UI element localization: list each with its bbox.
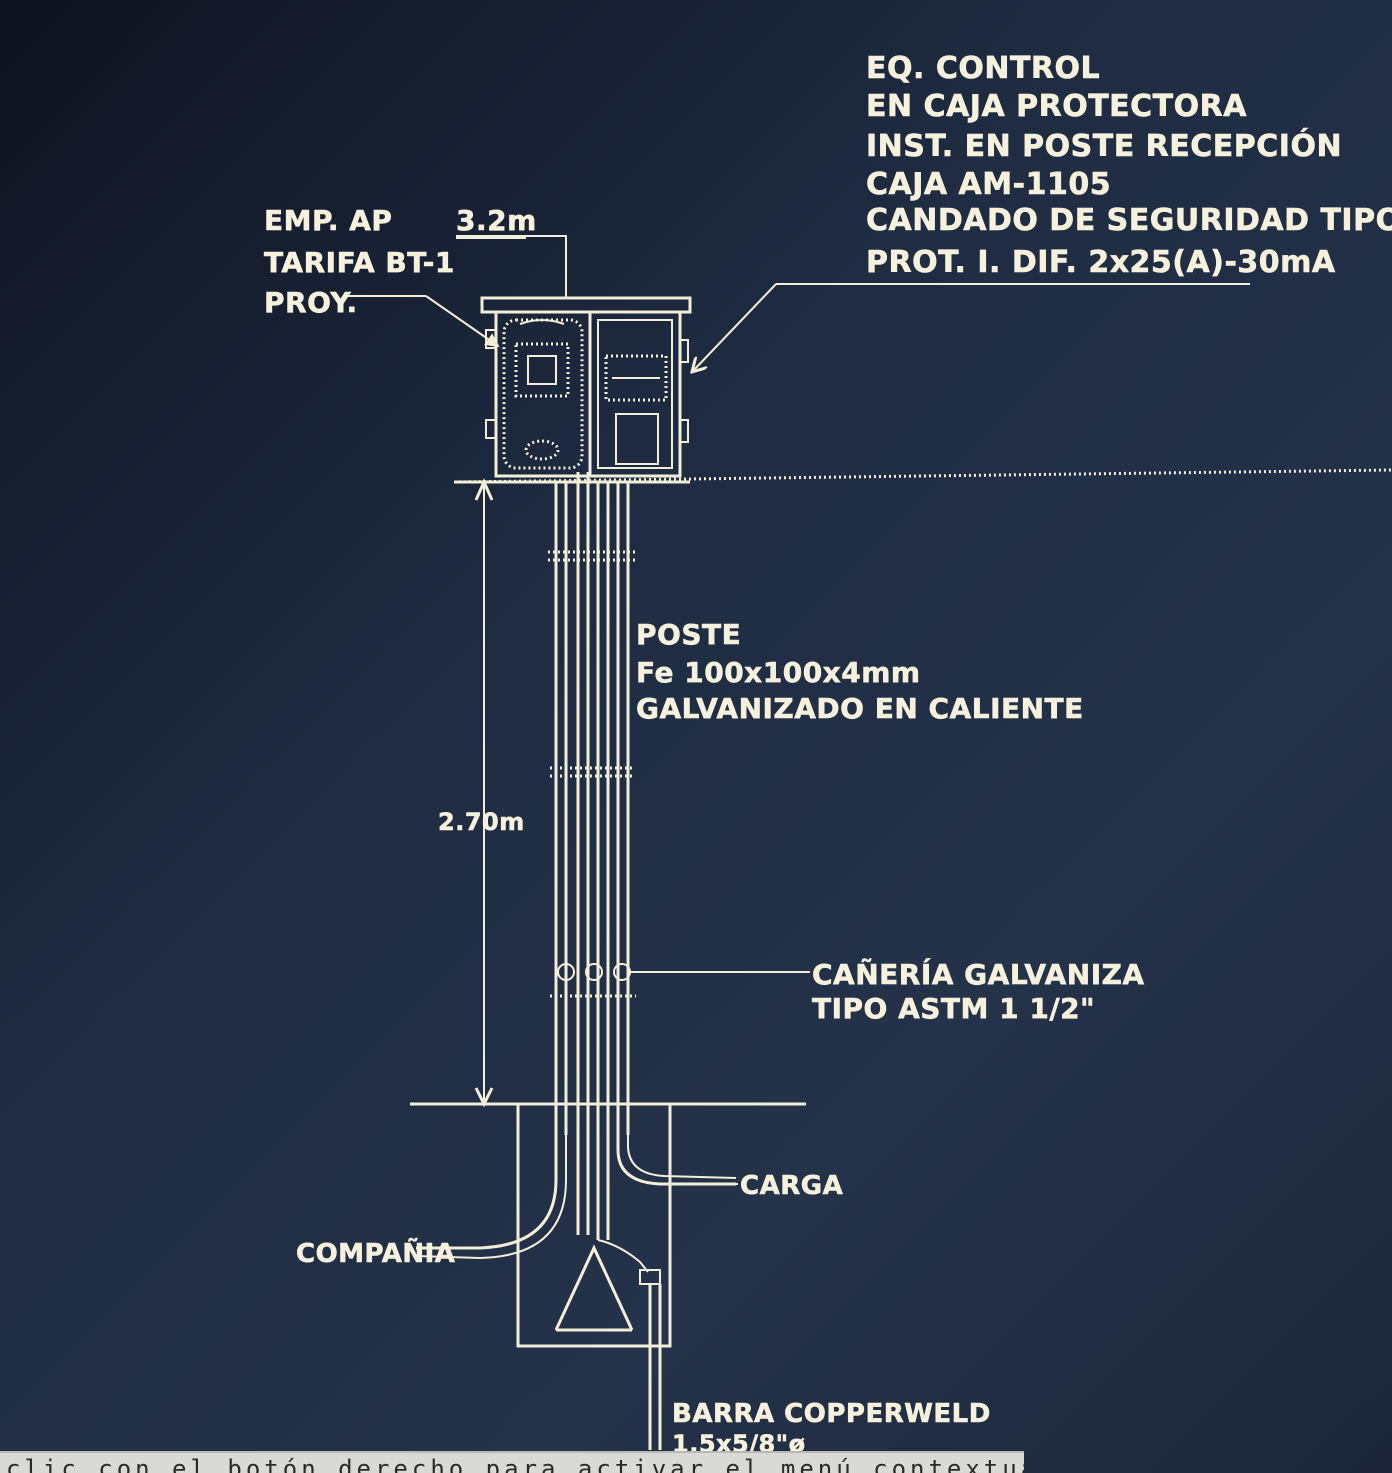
pole-base-stand xyxy=(554,1244,634,1331)
company-conduit-outer xyxy=(416,1135,558,1250)
control-note-line-1: EQ. CONTROL xyxy=(866,51,1100,86)
top-leader xyxy=(456,235,567,298)
meter-compartment xyxy=(502,318,584,470)
ground-clamp xyxy=(639,1269,661,1285)
control-note-line-2: EN CAJA PROTECTORA xyxy=(866,89,1247,124)
box-roof xyxy=(480,296,692,314)
load-conduit-outer xyxy=(616,1135,736,1186)
control-leader-arrow xyxy=(692,283,777,372)
dimension-arrow-top xyxy=(474,478,494,501)
meter-note-line-2: TARIFA BT-1 xyxy=(264,246,455,279)
control-note-line-4: CAJA AM-1105 xyxy=(866,167,1111,202)
breaker-device xyxy=(615,413,659,465)
pole-assembly xyxy=(456,235,636,1240)
hinge-bottom-left xyxy=(485,419,497,439)
foundation-pit xyxy=(516,1104,672,1348)
dimension-arrow-bottom xyxy=(474,1087,494,1108)
conduit-note-line-2: TIPO ASTM 1 1/2" xyxy=(812,992,1095,1025)
pole-note-line-2: Fe 100x100x4mm xyxy=(636,656,921,689)
control-box xyxy=(480,296,692,478)
dimension-pole-label: 2.70m xyxy=(438,808,525,836)
hinge-top-right xyxy=(679,339,689,363)
control-note-line-3: INST. EN POSTE RECEPCIÓN xyxy=(866,127,1342,164)
meter-top-arc xyxy=(519,319,565,325)
pole-note: POSTE Fe 100x100x4mm GALVANIZADO EN CALI… xyxy=(636,618,1084,726)
hinge-bottom-right xyxy=(679,419,689,443)
meter-note-line-3: PROY. xyxy=(264,286,358,319)
company-label: COMPAÑIA xyxy=(296,1237,455,1269)
meter-note-line-1: EMP. AP xyxy=(264,204,392,237)
coupling-2 xyxy=(585,963,603,981)
company-conduit-inner xyxy=(415,1135,567,1260)
conduit-note: CAÑERÍA GALVANIZA TIPO ASTM 1 1/2" xyxy=(812,957,1145,1026)
mounting-reference-line xyxy=(453,468,1392,484)
conduit-note-line-1: CAÑERÍA GALVANIZA xyxy=(812,957,1145,991)
control-note-line-6: PROT. I. DIF. 2x25(A)-30mA xyxy=(866,245,1336,280)
load-conduit-inner xyxy=(627,1135,737,1179)
meter-display xyxy=(527,355,557,385)
meter-handle xyxy=(524,439,560,461)
breaker-panel xyxy=(604,354,668,402)
ground-rod-line-1-text: BARRA COPPERWELD xyxy=(672,1399,991,1429)
breaker-compartment xyxy=(597,319,673,469)
ground-wire xyxy=(597,1239,649,1273)
status-bar: clic con el botón derecho para activar e… xyxy=(0,1451,1024,1473)
load-label: CARGA xyxy=(740,1171,843,1201)
status-bar-text: clic con el botón derecho para activar e… xyxy=(6,1455,1024,1473)
pole-note-line-3: GALVANIZADO EN CALIENTE xyxy=(636,692,1084,725)
pole-note-line-1: POSTE xyxy=(636,618,741,651)
control-note-line-5: CANDADO DE SEGURIDAD TIPO TUBO xyxy=(866,203,1392,238)
dimension-top-label: 3.2m xyxy=(456,204,537,237)
ground-rod-note: BARRA COPPERWELD 1,5x5/8"ø xyxy=(672,1399,991,1459)
coupling-1 xyxy=(557,963,575,981)
control-equipment-note: EQ. CONTROL EN CAJA PROTECTORA INST. EN … xyxy=(866,51,1392,281)
meter-window xyxy=(514,342,570,398)
box-body xyxy=(494,310,682,478)
meter-note: EMP. AP TARIFA BT-1 PROY. xyxy=(264,204,455,320)
meter-leader-arrow xyxy=(425,295,500,348)
